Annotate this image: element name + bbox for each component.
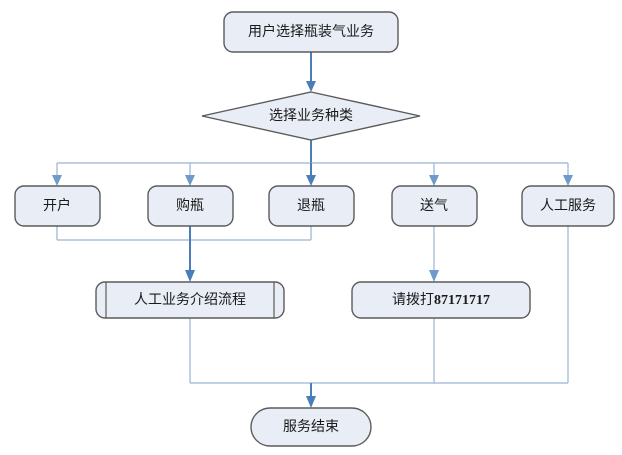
node-decision-label: 选择业务种类 bbox=[269, 108, 353, 124]
node-manual-process-label: 人工业务介绍流程 bbox=[134, 292, 246, 308]
connector-layer bbox=[52, 52, 573, 408]
edge-bus-to-manual-service bbox=[563, 163, 573, 186]
node-call-notice-prefix: 请拨打 bbox=[392, 291, 434, 308]
node-manual-process-shape bbox=[95, 281, 285, 319]
node-start-label: 用户选择瓶装气业务 bbox=[248, 23, 374, 40]
node-option-buy-bottle[interactable]: 购瓶 bbox=[147, 185, 234, 227]
node-end-label: 服务结束 bbox=[283, 419, 339, 435]
node-option-manual-service-shape bbox=[521, 185, 615, 227]
node-option-manual-service-label: 人工服务 bbox=[540, 198, 596, 214]
node-option-buy-bottle-label: 购瓶 bbox=[176, 198, 204, 214]
edge-deliver-gas-to-call-notice bbox=[429, 226, 439, 282]
node-option-manual-service[interactable]: 人工服务 bbox=[521, 185, 615, 227]
node-call-notice-label: 请拨打87171717 bbox=[392, 291, 490, 308]
node-start-shape bbox=[223, 11, 399, 53]
connector-bus-merge-left bbox=[56, 226, 312, 282]
edge-bus-to-buy-bottle bbox=[185, 163, 195, 186]
node-option-deliver-gas-label: 送气 bbox=[420, 198, 448, 214]
node-end[interactable]: 服务结束 bbox=[250, 407, 372, 447]
node-decision[interactable]: 选择业务种类 bbox=[201, 91, 421, 141]
node-call-notice[interactable]: 请拨打87171717 bbox=[351, 281, 531, 319]
node-call-notice-phone-number: 87171717 bbox=[434, 293, 490, 308]
node-option-return-bottle-label: 退瓶 bbox=[297, 198, 325, 214]
node-option-open-account-shape bbox=[14, 185, 101, 227]
node-decision-shape bbox=[201, 91, 421, 141]
node-option-deliver-gas-shape bbox=[391, 185, 478, 227]
node-start[interactable]: 用户选择瓶装气业务 bbox=[223, 11, 399, 53]
edge-bus-to-deliver-gas bbox=[429, 163, 439, 186]
node-end-shape bbox=[250, 407, 372, 447]
node-option-return-bottle[interactable]: 退瓶 bbox=[268, 185, 355, 227]
node-option-return-bottle-shape bbox=[268, 185, 355, 227]
edge-start-to-decision bbox=[306, 52, 316, 92]
edge-bus-to-open-account bbox=[52, 163, 62, 186]
node-option-open-account-label: 开户 bbox=[43, 197, 71, 214]
node-option-buy-bottle-shape bbox=[147, 185, 234, 227]
node-option-deliver-gas[interactable]: 送气 bbox=[391, 185, 478, 227]
node-call-notice-shape bbox=[351, 281, 531, 319]
edge-bus-to-end bbox=[306, 383, 316, 408]
node-option-open-account[interactable]: 开户 bbox=[14, 185, 101, 227]
node-manual-process[interactable]: 人工业务介绍流程 bbox=[95, 281, 285, 319]
edge-bus-to-return-bottle bbox=[306, 163, 316, 186]
